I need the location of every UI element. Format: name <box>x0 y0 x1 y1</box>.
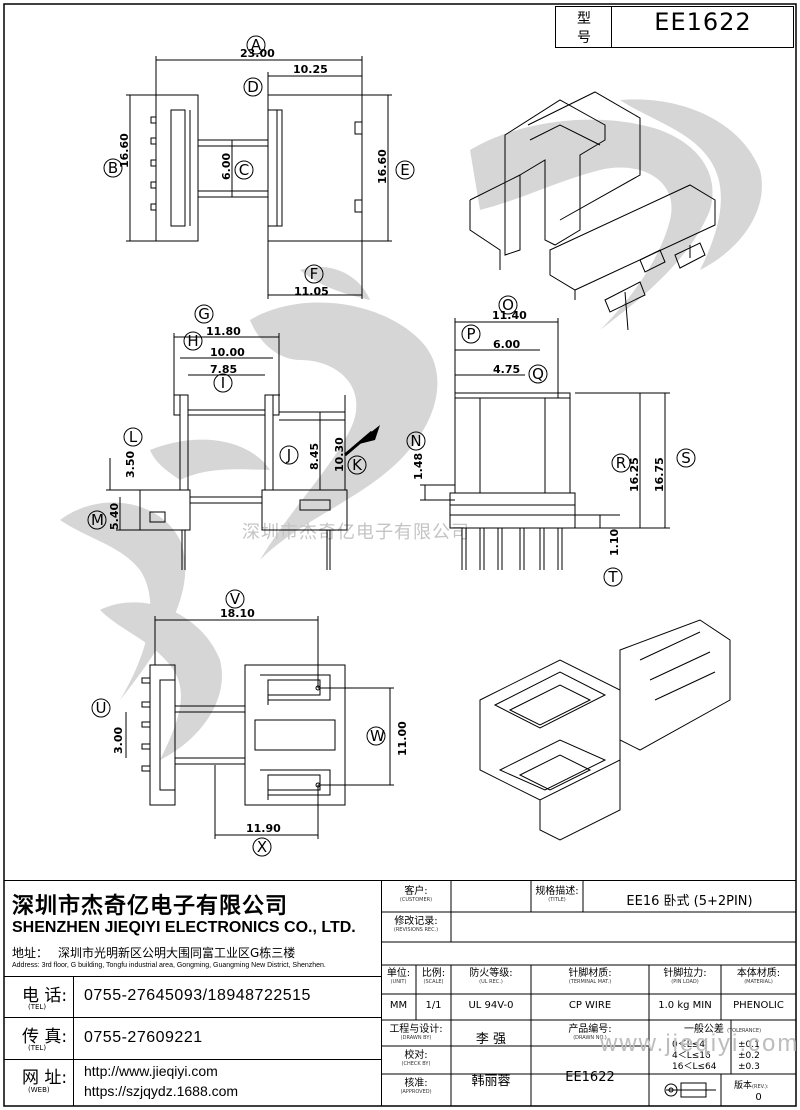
tel-label-en: (TEL) <box>28 1003 47 1011</box>
dimension-letter-v: V <box>229 590 241 608</box>
dimension-letter-d: D <box>247 78 259 96</box>
drawn-label: 工程与设计:(DRAWN BY) <box>389 1024 443 1041</box>
ulrec-label: 防火等级:(UL REC.) <box>469 968 513 985</box>
dimension-letter-g: G <box>198 305 210 323</box>
title-block-grid <box>381 880 796 1106</box>
material-value: PHENOLIC <box>733 1000 784 1011</box>
dimension-letter-u: U <box>95 699 107 717</box>
check-label: 校对:(CHECK BY) <box>401 1050 431 1067</box>
title-value: EE16 卧式 (5+2PIN) <box>626 894 753 909</box>
dim-g: 11.80 <box>206 325 241 338</box>
address-cn: 深圳市光明新区公明大围同富工业区G栋三楼 <box>58 946 296 960</box>
rule-v2 <box>381 880 382 1106</box>
rule-3 <box>4 1059 381 1060</box>
dimension-letter-o: O <box>502 296 514 314</box>
pinload-label: 针脚拉力:(PIN LOAD) <box>663 968 707 985</box>
approved-value: 韩丽蓉 <box>471 1074 511 1089</box>
tel-label: 电 话: <box>22 986 68 1006</box>
dimension-letter-c: C <box>238 161 250 179</box>
unit-value: MM <box>389 1000 408 1011</box>
dimension-letter-h: H <box>187 332 199 350</box>
ulrec-value: UL 94V-0 <box>468 1000 514 1011</box>
dim-q: 4.75 <box>493 363 521 376</box>
dimension-letter-l: L <box>128 428 138 446</box>
dimension-letter-x: X <box>256 838 268 856</box>
drawingno-label: 产品编号:(DRAWN NO.) <box>568 1024 612 1041</box>
watermark-text: 深圳市杰奇亿电子有限公司 <box>242 522 470 543</box>
dimension-letter-p: P <box>466 325 476 343</box>
title-label: 规格描述:(TITLE) <box>535 886 579 903</box>
drawn-value: 李 强 <box>475 1032 507 1047</box>
tolerance-ranges: 0＜L≤4 4＜L≤16 16＜L≤64 <box>672 1040 717 1072</box>
unit-label: 单位:(UNIT) <box>386 968 411 985</box>
scale-label: 比例:(SCALE) <box>421 968 446 985</box>
web-label-en: (WEB) <box>28 1086 50 1094</box>
model-label-top: 型 <box>577 11 591 27</box>
web-value-1[interactable]: http://www.jieqiyi.com <box>84 1063 218 1079</box>
tel-value: 0755-27645093/18948722515 <box>84 987 311 1004</box>
dim-f: 11.05 <box>294 285 329 298</box>
model-label-bottom: 号 <box>577 30 591 46</box>
dim-i: 7.85 <box>210 363 238 376</box>
material-label: 本体材质:(MATERIAL) <box>736 968 781 985</box>
tolerance-values: ±0.1 ±0.2 ±0.3 <box>738 1040 760 1072</box>
company-name-cn: 深圳市杰奇亿电子有限公司 <box>12 894 289 919</box>
rev-value: 0 <box>755 1092 762 1103</box>
company-name-en: SHENZHEN JIEQIYI ELECTRONICS CO., LTD. <box>12 919 356 936</box>
address-label: 地址： <box>12 946 49 960</box>
dimension-letter-t: T <box>608 568 618 586</box>
rule-1 <box>4 976 381 977</box>
customer-label: 客户:(CUSTOMER) <box>399 886 433 903</box>
web-value-2[interactable]: https://szjqydz.1688.com <box>84 1083 239 1099</box>
dimension-letter-a: A <box>250 36 262 54</box>
dimension-letter-k: K <box>352 456 362 474</box>
dim-v: 18.10 <box>220 607 255 620</box>
rule-v1 <box>73 976 74 1106</box>
dimension-letter-w: W <box>370 727 385 745</box>
dim-p: 6.00 <box>493 338 521 351</box>
dimension-letter-s: S <box>681 449 691 467</box>
dimension-letter-q: Q <box>532 365 544 383</box>
dimension-letter-f: F <box>309 265 319 283</box>
revisions-label: 修改记录:(REVISIONS REC.) <box>393 916 439 933</box>
web-label: 网 址: <box>22 1068 68 1088</box>
dimension-letter-m: M <box>91 511 104 529</box>
dimension-letter-i: I <box>220 374 226 392</box>
top-left-flange <box>155 94 199 242</box>
technical-drawing <box>106 56 731 841</box>
model-value: EE1622 <box>654 8 752 36</box>
scale-value: 1/1 <box>425 1000 442 1011</box>
dim-x: 11.90 <box>246 822 281 835</box>
fax-label-en: (TEL) <box>28 1044 47 1052</box>
dimension-markers <box>87 35 696 857</box>
dimension-letter-n: N <box>410 432 422 450</box>
dim-h: 10.00 <box>210 346 245 359</box>
address-en: Address: 3rd floor, G building, Tongfu i… <box>12 962 326 969</box>
dim-d: 10.25 <box>293 63 328 76</box>
fax-value: 0755-27609221 <box>84 1029 203 1046</box>
rev-label: 版本(REV.): <box>734 1081 769 1091</box>
approved-label: 核准:(APPROVED) <box>400 1078 432 1095</box>
drawingno-value: EE1622 <box>565 1070 615 1085</box>
dim-o: 11.40 <box>492 309 527 322</box>
model-label-cell <box>555 6 612 48</box>
pinload-value: 1.0 kg MIN <box>658 1000 712 1011</box>
dimension-letter-e: E <box>400 161 410 179</box>
terminal-value: CP WIRE <box>568 1000 612 1011</box>
rule-2 <box>4 1017 381 1018</box>
title-block-top-rule <box>4 880 796 881</box>
watermark-url: www.jieqiyi.com <box>600 1030 800 1057</box>
projection-symbol <box>664 1082 716 1098</box>
dimension-letter-j: J <box>286 446 292 464</box>
fax-label: 传 真: <box>22 1027 68 1047</box>
terminal-label: 针脚材质:(TERMINAL MAT.) <box>568 968 612 985</box>
tolerance-label: 一般公差 (TOLERANCE) <box>683 1024 762 1035</box>
dimension-letter-b: B <box>107 159 119 177</box>
dimension-letter-r: R <box>615 454 627 472</box>
